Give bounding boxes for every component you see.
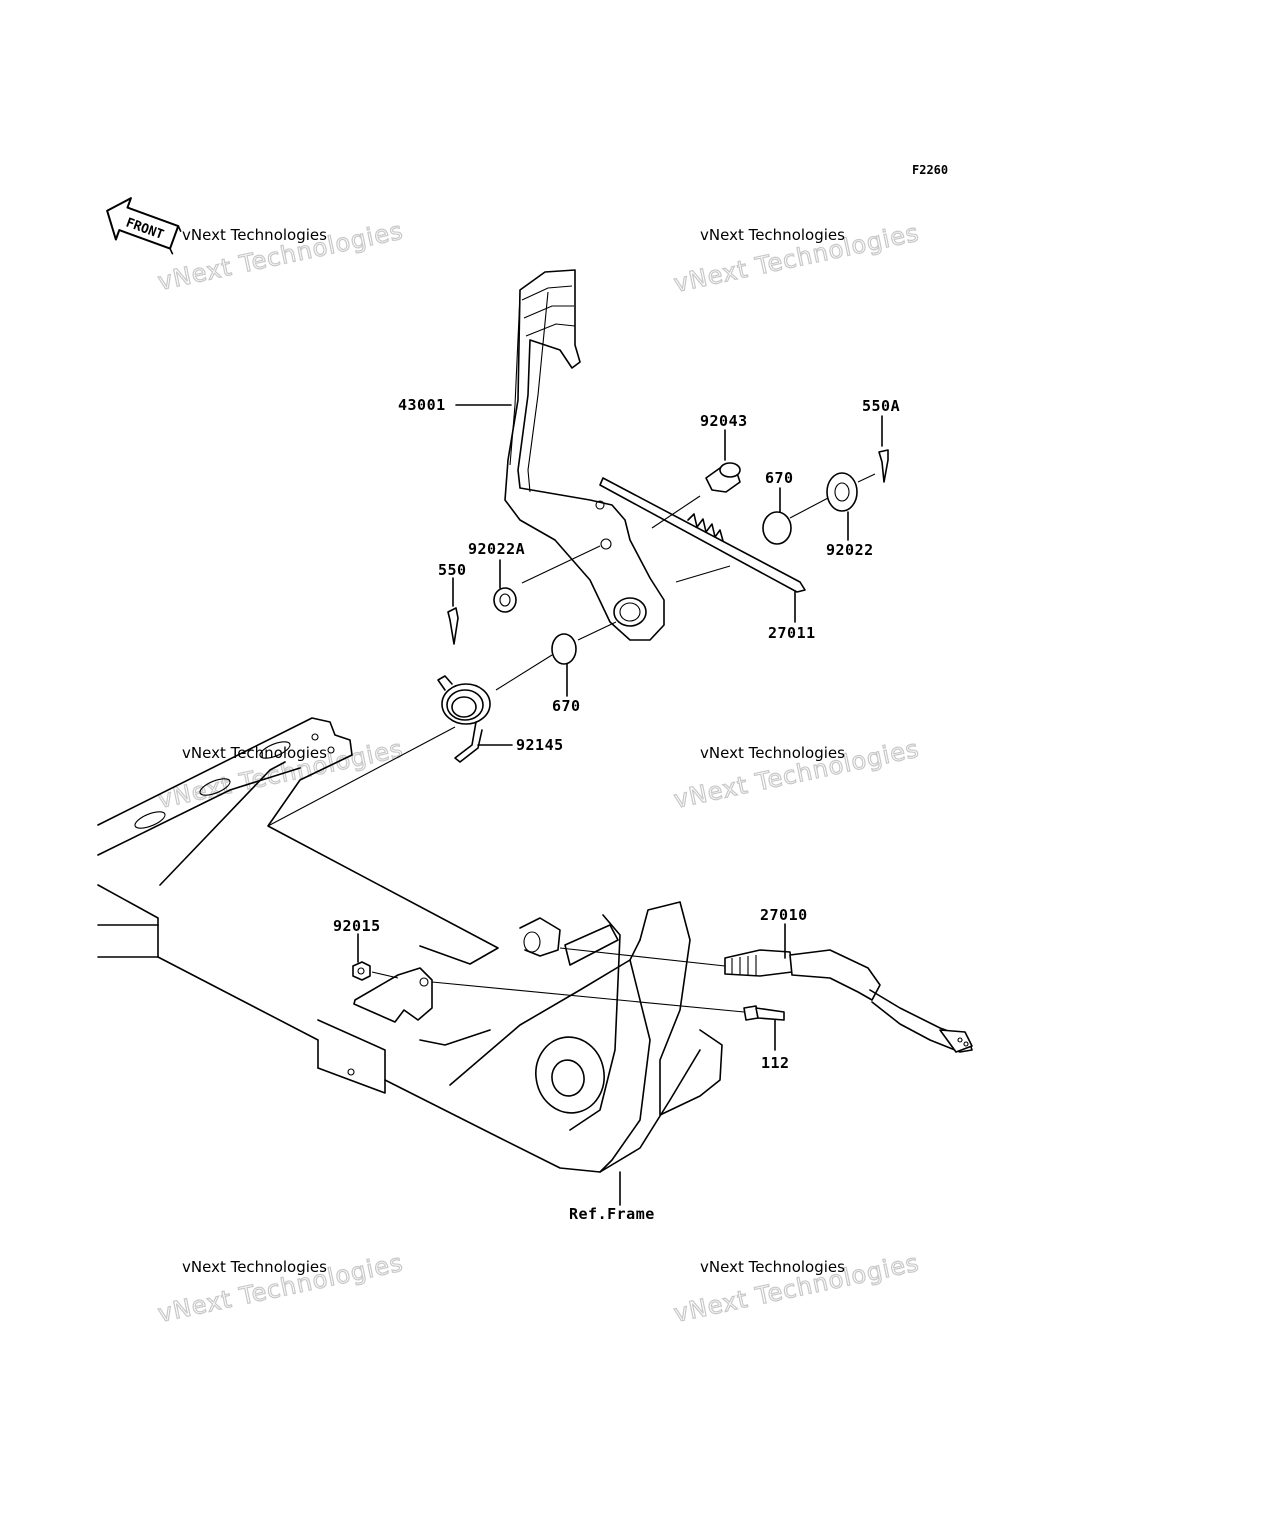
bolt-112 — [431, 981, 785, 1021]
watermark-text: vNext Technologies — [182, 744, 327, 762]
o-ring-670-lower — [551, 633, 577, 665]
label-ref-frame: Ref.Frame — [569, 1205, 655, 1223]
label-550A: 550A — [862, 397, 900, 415]
washer-92022A — [493, 587, 517, 613]
brake-light-switch — [559, 947, 973, 1053]
assembly-lines — [267, 473, 876, 827]
label-550: 550 — [438, 561, 467, 579]
washer-92022 — [826, 472, 858, 512]
reference-frame — [97, 717, 723, 1173]
brake-pedal — [504, 269, 665, 641]
label-43001: 43001 — [398, 396, 446, 414]
cotter-pin-550 — [447, 607, 459, 645]
o-ring-670-upper — [762, 511, 792, 545]
label-27010: 27010 — [760, 906, 808, 924]
label-92022A: 92022A — [468, 540, 525, 558]
label-92043: 92043 — [700, 412, 748, 430]
brake-rod — [599, 477, 806, 593]
label-92022: 92022 — [826, 541, 874, 559]
label-670-upper: 670 — [765, 469, 794, 487]
watermark-text: vNext Technologies — [182, 1258, 327, 1276]
watermark-text: vNext Technologies — [700, 744, 845, 762]
return-spring — [437, 675, 491, 763]
front-arrow-icon: FRONT — [106, 197, 182, 255]
watermarks: vNext Technologies vNext Technologies vN… — [155, 216, 922, 1329]
watermark-text: vNext Technologies — [700, 226, 845, 244]
watermark-text: vNext Technologies — [182, 226, 327, 244]
rod-spring — [687, 513, 724, 542]
callout-leaders — [357, 404, 883, 1206]
watermark-text: vNext Technologies — [700, 1258, 845, 1276]
label-670-lower: 670 — [552, 697, 581, 715]
part-labels: 43001 92043 550A 670 92022A 92022 550 27… — [333, 396, 900, 1223]
figure-code: F2260 — [912, 163, 948, 177]
label-112: 112 — [761, 1054, 790, 1072]
cotter-pin-550A — [878, 449, 889, 483]
label-92145: 92145 — [516, 736, 564, 754]
label-92015: 92015 — [333, 917, 381, 935]
nut-92015 — [352, 961, 399, 981]
label-27011: 27011 — [768, 624, 816, 642]
pin-92043 — [705, 462, 741, 493]
